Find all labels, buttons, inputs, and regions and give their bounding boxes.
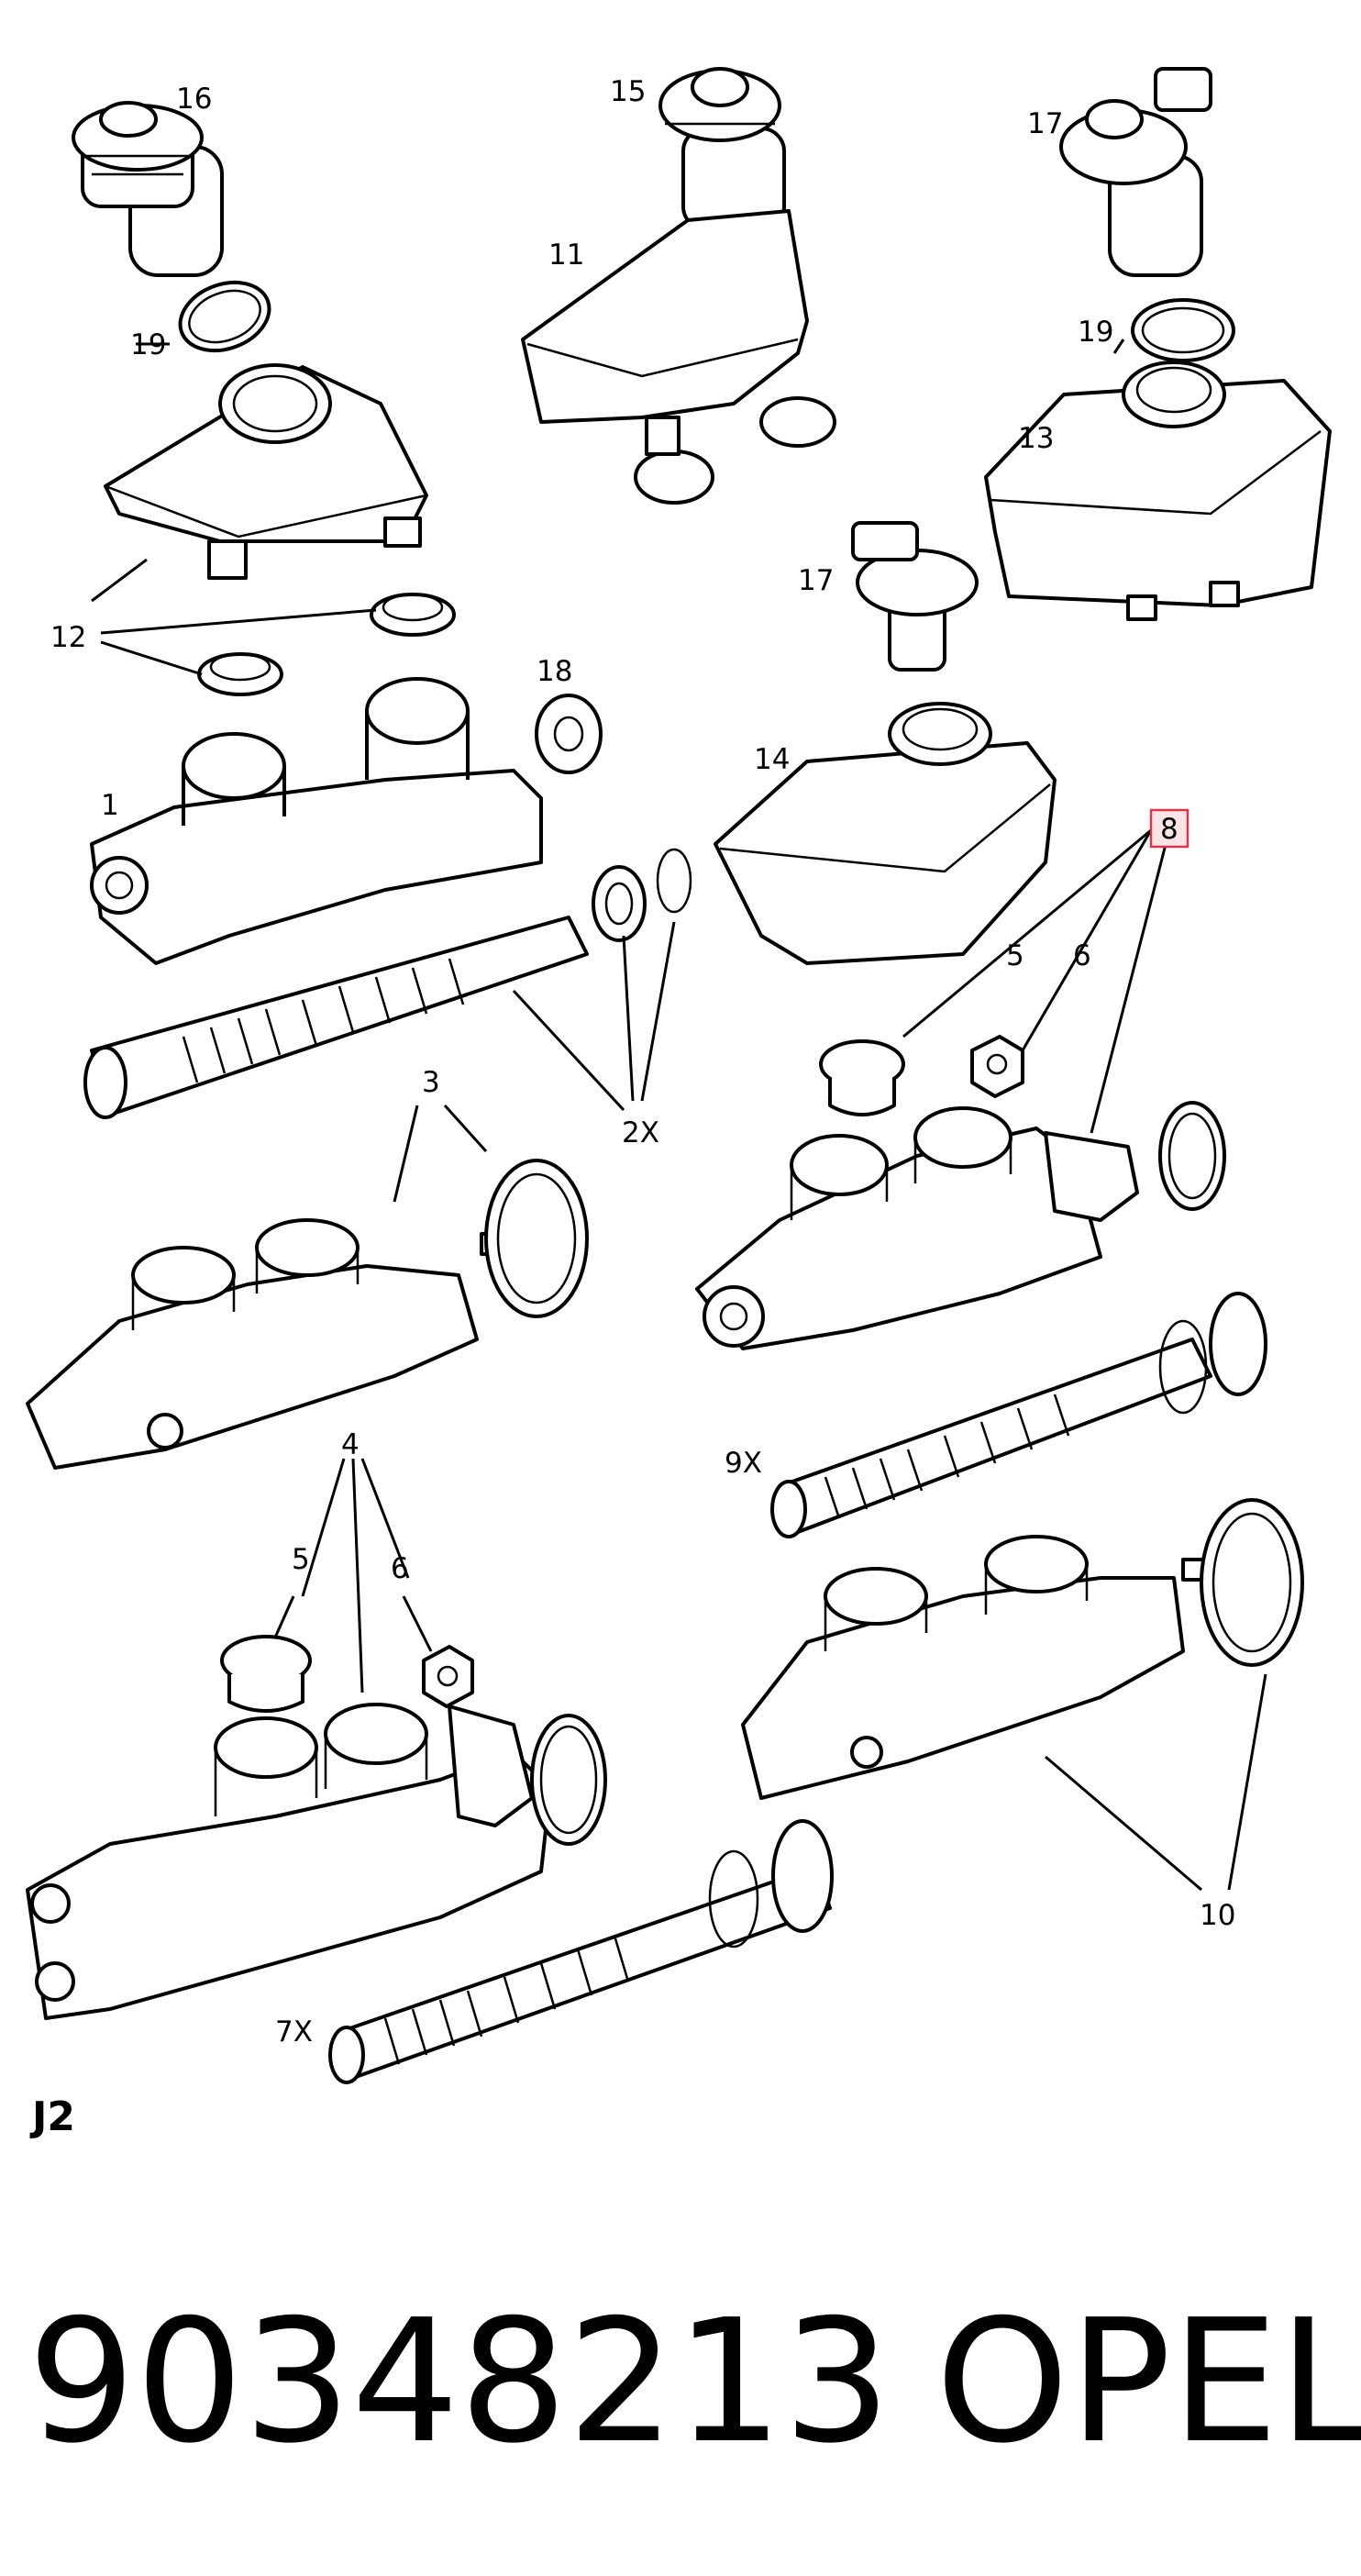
master-cylinder-1-drawing <box>90 677 543 965</box>
callout-12: 12 <box>50 621 86 654</box>
master-cylinder-10-drawing <box>741 1498 1304 1800</box>
callout-13: 13 <box>1018 422 1054 455</box>
callout-7x: 7X <box>275 2015 313 2049</box>
callout-17-upper: 17 <box>1027 107 1063 140</box>
master-cylinder-4-drawing <box>26 1703 607 2020</box>
callout-19-left: 19 <box>130 328 166 361</box>
callout-17-lower: 17 <box>798 564 834 597</box>
callout-11: 11 <box>548 239 584 272</box>
grommet-12-upper <box>370 593 456 637</box>
cap-15-drawing <box>658 67 786 231</box>
reservoir-13-drawing <box>984 361 1332 621</box>
sheet-label: J2 <box>29 2093 75 2140</box>
seal-ring-19-right <box>1131 298 1235 362</box>
seal-18-drawing <box>535 694 603 774</box>
plug-5-lower-drawing <box>220 1635 312 1713</box>
cap-17-lower-drawing <box>851 521 979 672</box>
piston-kit-2x-drawing <box>83 848 692 1119</box>
highlight-box-8 <box>1149 808 1189 849</box>
callout-19-right: 19 <box>1078 316 1113 349</box>
part-number: 90348213 <box>28 2282 891 2481</box>
callout-5-lower: 5 <box>292 1543 310 1576</box>
callout-8: 8 <box>1160 813 1178 846</box>
callout-6-upper: 6 <box>1073 939 1091 972</box>
callout-9x: 9X <box>725 1447 762 1480</box>
master-cylinder-3-drawing <box>26 1159 589 1470</box>
callout-4: 4 <box>341 1428 360 1461</box>
nut-6-lower-drawing <box>422 1645 474 1708</box>
callout-3: 3 <box>422 1066 440 1099</box>
callout-18: 18 <box>537 655 572 688</box>
plug-5-upper-drawing <box>819 1039 905 1116</box>
master-cylinder-8-drawing <box>695 1101 1226 1350</box>
callout-14: 14 <box>754 743 790 776</box>
cap-17-upper-drawing <box>1059 67 1212 277</box>
brand-name: OPEL <box>935 2282 1361 2481</box>
callout-16: 16 <box>176 83 212 116</box>
grommet-12-lower <box>197 652 283 696</box>
callout-6-lower: 6 <box>391 1552 409 1585</box>
piston-kit-9x-drawing <box>770 1292 1267 1538</box>
seal-ring-19-left <box>178 280 271 353</box>
callout-2x: 2X <box>622 1116 659 1149</box>
reservoir-11-drawing <box>521 209 836 505</box>
reservoir-14-drawing <box>714 702 1057 965</box>
cap-16-drawing <box>72 101 224 277</box>
leader-lines <box>91 339 1267 1892</box>
callout-10: 10 <box>1200 1899 1235 1932</box>
piston-kit-7x-drawing <box>328 1819 834 2084</box>
callout-15: 15 <box>610 75 646 108</box>
callout-1: 1 <box>101 789 119 822</box>
reservoir-12-drawing <box>104 363 428 580</box>
nut-6-upper-drawing <box>970 1035 1024 1098</box>
callout-5-upper: 5 <box>1006 939 1024 972</box>
